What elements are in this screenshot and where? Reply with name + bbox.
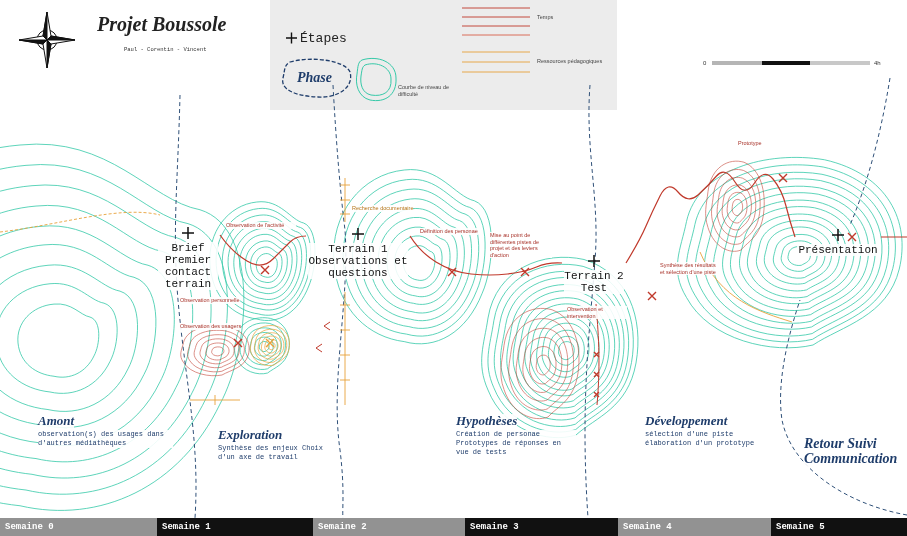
phase-description: sélection d'une piste élaboration d'un p… [645, 430, 770, 448]
week-label: Semaine 4 [623, 523, 672, 532]
contour-sample [361, 64, 391, 96]
phase-heading: Exploration [218, 428, 282, 442]
legend-text: Ressources pédagogiques [537, 58, 602, 65]
resource-trail [340, 292, 350, 405]
resource-trail [190, 395, 240, 405]
phase-description: observation(s) des usages dans d'autres … [38, 430, 173, 448]
phase-boundaries [175, 78, 907, 518]
contour-cluster [677, 157, 902, 347]
week-label: Semaine 3 [470, 523, 519, 532]
resource-x-marks [266, 339, 274, 347]
time-trail [881, 237, 907, 238]
diagram-title: Projet Boussole [97, 14, 226, 34]
phase-sample [283, 59, 351, 97]
phase-heading: Hypothèses [456, 414, 517, 428]
legend-text: Étapes [300, 32, 347, 45]
week-label: Semaine 1 [162, 523, 211, 532]
phase-heading: Amont [38, 414, 74, 428]
x-mark [261, 266, 269, 274]
step-note: Prototype [738, 140, 762, 147]
time-line-sample [462, 35, 530, 36]
legend-text: Temps [537, 14, 553, 21]
time-line-sample [462, 8, 530, 26]
contour-cluster [235, 318, 290, 374]
x-mark [848, 233, 856, 241]
legend-text: Courbe de niveau de difficulté [398, 84, 468, 97]
contour-sample [356, 58, 396, 100]
milestone-label: Terrain 1 Observations et questions [308, 243, 408, 279]
step-note: Observation et intervention [567, 306, 627, 319]
phase-boundary [781, 300, 907, 515]
time-contours [181, 161, 765, 418]
phase-description: Création de personae Prototypes de répon… [456, 430, 576, 456]
week-label: Semaine 2 [318, 523, 367, 532]
resource-trail [0, 212, 160, 232]
contour-cluster [706, 161, 765, 251]
phase-heading: Retour Suivi Communication [804, 436, 902, 467]
milestone-node: Terrain 2 Test [562, 254, 626, 294]
week-label: Semaine 0 [5, 523, 54, 532]
contour-cluster [250, 326, 289, 366]
resource-contours [250, 326, 289, 366]
milestone-x-marks [234, 174, 856, 397]
week-label: Semaine 5 [776, 523, 825, 532]
bracket-mark [316, 322, 330, 352]
contour-cluster [0, 144, 244, 510]
resource-trail [340, 178, 350, 222]
resource-note: Recherche documentaire [352, 205, 413, 212]
scale-end: 4h [874, 60, 881, 66]
compass-icon [19, 12, 75, 68]
milestone-node: Terrain 1 Observations et questions [306, 227, 410, 279]
milestone-label: Présentation [797, 244, 879, 256]
resource-trails [0, 178, 792, 405]
x-mark [234, 339, 242, 347]
x-mark [648, 292, 656, 300]
phase-boundary [850, 78, 890, 225]
legend-text: Phase [297, 71, 332, 85]
contour-cluster [482, 257, 638, 437]
resource-line-sample [462, 52, 530, 72]
phase-boundary [333, 85, 346, 518]
phase-heading: Développement [645, 414, 727, 428]
phase-boundary [585, 85, 596, 518]
phase-description: Synthèse des enjeux Choix d'un axe de tr… [218, 444, 328, 462]
step-cross [831, 228, 845, 242]
step-note: Observation de l'activité [226, 222, 296, 229]
time-trail-connector [220, 235, 306, 265]
contour-cluster [501, 308, 579, 418]
step-cross [181, 226, 195, 240]
scale-bar [712, 61, 870, 65]
milestone-node: Brief Premier contact terrain [156, 226, 220, 290]
x-mark [779, 174, 787, 182]
scale-start: 0 [703, 60, 706, 66]
step-note: Observation personnelle [180, 297, 240, 304]
milestone-label: Terrain 2 Test [564, 270, 624, 294]
milestone-node: Présentation [795, 228, 881, 256]
step-note: Définition des personae [420, 228, 478, 235]
step-note: Observation des usagers [180, 323, 241, 330]
difficulty-contours [0, 144, 902, 510]
step-cross [351, 227, 365, 241]
step-note: Synthèse des résultats et sélection d'un… [660, 262, 720, 275]
step-cross-sample [286, 33, 297, 44]
milestone-label: Brief Premier contact terrain [158, 242, 218, 290]
x-mark [266, 339, 274, 347]
step-cross [587, 254, 601, 268]
x-mark [594, 352, 599, 397]
contour-cluster [181, 326, 249, 376]
legend-panel [270, 0, 617, 110]
phase-boundary [175, 95, 196, 518]
step-note: Mise au point de différentes pistes de p… [490, 232, 552, 258]
legend-samples [283, 8, 530, 101]
author-names: Paul - Corentin - Vincent [124, 47, 207, 54]
time-trail-connector [626, 172, 795, 263]
